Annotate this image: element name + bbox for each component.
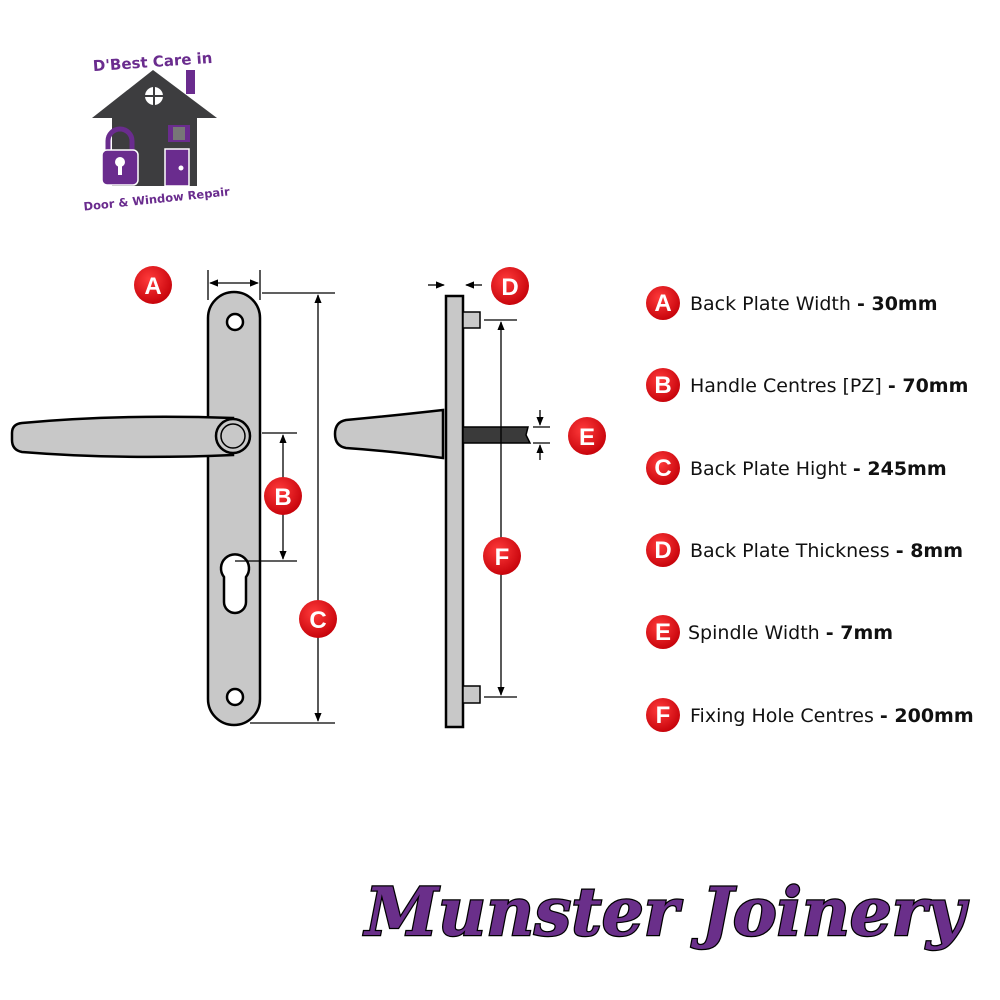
badge-f: F bbox=[483, 537, 521, 575]
company-logo: D'Best Care in Door & Window Repair bbox=[83, 49, 231, 214]
svg-text:C: C bbox=[309, 607, 326, 634]
front-view bbox=[10, 290, 262, 727]
spindle bbox=[462, 426, 532, 444]
logo-bottom-text: Door & Window Repair bbox=[83, 184, 231, 213]
legend: A Back Plate Width - 30mm B Handle Centr… bbox=[646, 286, 974, 732]
lever-handle-side bbox=[333, 408, 445, 460]
svg-text:B: B bbox=[274, 484, 291, 511]
fixing-hole-bottom bbox=[225, 687, 245, 707]
svg-text:Back Plate Hight - 245mm: Back Plate Hight - 245mm bbox=[690, 458, 947, 480]
padlock-icon bbox=[101, 126, 139, 186]
dimension-lines-side bbox=[428, 281, 550, 698]
legend-item-f: F Fixing Hole Centres - 200mm bbox=[646, 698, 974, 732]
legend-item-a: A Back Plate Width - 30mm bbox=[646, 286, 938, 320]
svg-text:D: D bbox=[501, 274, 518, 301]
fixing-stud-top bbox=[462, 311, 481, 329]
back-plate-side bbox=[444, 294, 465, 729]
brand-name: Munster Joinery bbox=[363, 873, 969, 951]
svg-text:A: A bbox=[144, 273, 161, 300]
svg-text:Back Plate Thickness - 8mm: Back Plate Thickness - 8mm bbox=[690, 540, 963, 562]
svg-text:D: D bbox=[654, 537, 671, 564]
svg-text:C: C bbox=[654, 455, 671, 482]
fixing-stud-bottom bbox=[462, 685, 481, 704]
badge-e: E bbox=[568, 417, 606, 455]
lever-handle-front bbox=[10, 415, 235, 459]
svg-text:F: F bbox=[656, 702, 671, 729]
svg-text:F: F bbox=[495, 544, 510, 571]
svg-text:A: A bbox=[654, 290, 671, 317]
legend-item-b: B Handle Centres [PZ] - 70mm bbox=[646, 368, 968, 402]
back-plate-front bbox=[206, 290, 262, 727]
svg-text:Fixing Hole Centres - 200mm: Fixing Hole Centres - 200mm bbox=[690, 705, 974, 727]
side-view bbox=[333, 294, 532, 729]
legend-item-c: C Back Plate Hight - 245mm bbox=[646, 451, 947, 485]
svg-text:Spindle Width - 7mm: Spindle Width - 7mm bbox=[688, 622, 893, 644]
legend-item-d: D Back Plate Thickness - 8mm bbox=[646, 533, 963, 567]
svg-text:E: E bbox=[579, 424, 595, 451]
badge-d: D bbox=[491, 267, 529, 305]
logo-chimney bbox=[186, 70, 195, 94]
svg-text:Handle Centres [PZ] - 70mm: Handle Centres [PZ] - 70mm bbox=[690, 375, 968, 397]
badge-b: B bbox=[264, 477, 302, 515]
svg-text:Back Plate Width - 30mm: Back Plate Width - 30mm bbox=[690, 293, 938, 315]
badge-c: C bbox=[299, 600, 337, 638]
fixing-hole-top bbox=[225, 312, 245, 332]
legend-item-e: E Spindle Width - 7mm bbox=[646, 615, 893, 649]
svg-text:E: E bbox=[655, 619, 671, 646]
keyhole bbox=[219, 553, 251, 615]
svg-text:B: B bbox=[654, 372, 671, 399]
logo-door bbox=[164, 148, 190, 187]
badge-a: A bbox=[134, 266, 172, 304]
